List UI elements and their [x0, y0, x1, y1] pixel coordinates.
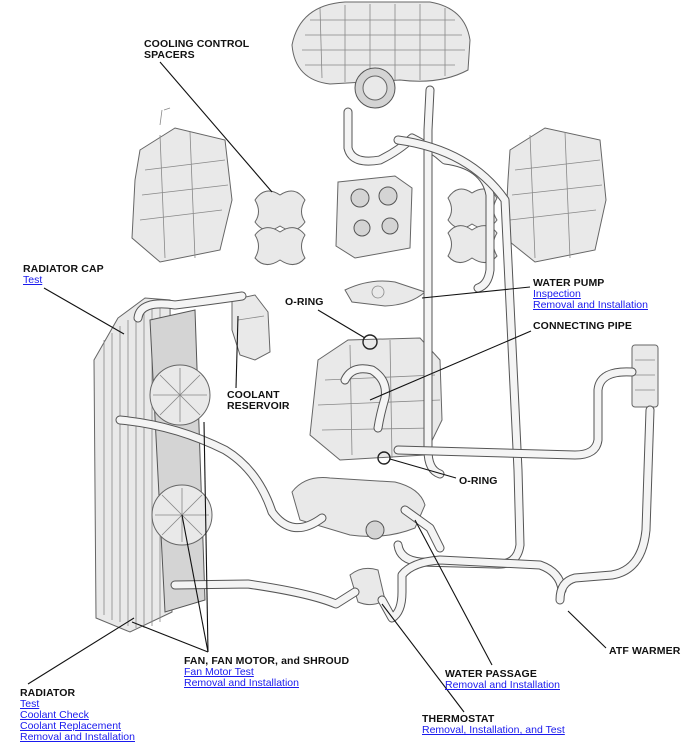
engine-block [309, 337, 443, 461]
connecting-pipe-title: CONNECTING PIPE [533, 320, 632, 332]
leader-lines [27, 61, 607, 713]
callout-water-passage: WATER PASSAGE Removal and Installation [445, 669, 560, 691]
radiator-cap-title: RADIATOR CAP [23, 263, 104, 275]
fan-motor-test-link[interactable]: Fan Motor Test [184, 666, 254, 678]
callout-radiator-cap: RADIATOR CAP Test [23, 264, 104, 286]
cooling-control-spacer-left [254, 190, 306, 265]
callout-coolant-reservoir: COOLANT RESERVOIR [227, 390, 290, 412]
fan-title: FAN, FAN MOTOR, and SHROUD [184, 655, 350, 667]
water-passage-title: WATER PASSAGE [445, 668, 537, 680]
o-ring-lower [377, 451, 391, 465]
radiator-coolant-replacement-link[interactable]: Coolant Replacement [20, 720, 121, 732]
water-passage-removal-link[interactable]: Removal and Installation [445, 679, 560, 691]
radiator-removal-link[interactable]: Removal and Installation [20, 731, 135, 743]
callout-fan-fan-motor-shroud: FAN, FAN MOTOR, and SHROUD Fan Motor Tes… [184, 656, 349, 689]
o-ring-upper [362, 334, 378, 350]
o-ring-lower-title: O-RING [459, 475, 498, 487]
callout-water-pump: WATER PUMP Inspection Removal and Instal… [533, 278, 648, 311]
water-pump-inspection-link[interactable]: Inspection [533, 288, 581, 300]
callout-thermostat: THERMOSTAT Removal, Installation, and Te… [422, 714, 565, 736]
cooling-control-spacers-title-line2: SPACERS [144, 49, 195, 61]
intake-manifold [291, 1, 471, 109]
o-ring-upper-title: O-RING [285, 296, 324, 308]
radiator-title: RADIATOR [20, 687, 76, 699]
water-pump-title: WATER PUMP [533, 277, 605, 289]
coolant-reservoir-title-line2: RESERVOIR [227, 400, 290, 412]
cooling-control-spacers-title: COOLING CONTROL [144, 38, 250, 50]
water-pump [344, 280, 426, 307]
fan-shroud [149, 309, 213, 613]
atf-warmer [631, 344, 659, 408]
callout-radiator: RADIATOR Test Coolant Check Coolant Repl… [20, 688, 135, 743]
engine-right [504, 127, 607, 263]
radiator-cap-test-link[interactable]: Test [23, 274, 43, 286]
engine-left [131, 107, 233, 263]
coolant-reservoir [231, 294, 271, 361]
thermostat-removal-test-link[interactable]: Removal, Installation, and Test [422, 724, 565, 736]
callout-o-ring-lower: O-RING [459, 476, 498, 487]
fan-removal-link[interactable]: Removal and Installation [184, 677, 299, 689]
radiator [93, 297, 173, 633]
callout-o-ring-upper: O-RING [285, 297, 324, 308]
radiator-coolant-check-link[interactable]: Coolant Check [20, 709, 89, 721]
coolant-reservoir-title: COOLANT [227, 389, 280, 401]
radiator-test-link[interactable]: Test [20, 698, 40, 710]
callout-connecting-pipe: CONNECTING PIPE [533, 321, 632, 332]
water-pump-removal-link[interactable]: Removal and Installation [533, 299, 648, 311]
cooling-control-spacer-right [447, 188, 498, 263]
cylinder-head [335, 175, 413, 259]
water-passage [291, 477, 426, 540]
callout-atf-warmer: ATF WARMER [609, 646, 680, 657]
thermostat-title: THERMOSTAT [422, 713, 495, 725]
callout-cooling-control-spacers: COOLING CONTROL SPACERS [144, 39, 249, 61]
atf-warmer-title: ATF WARMER [609, 645, 681, 657]
